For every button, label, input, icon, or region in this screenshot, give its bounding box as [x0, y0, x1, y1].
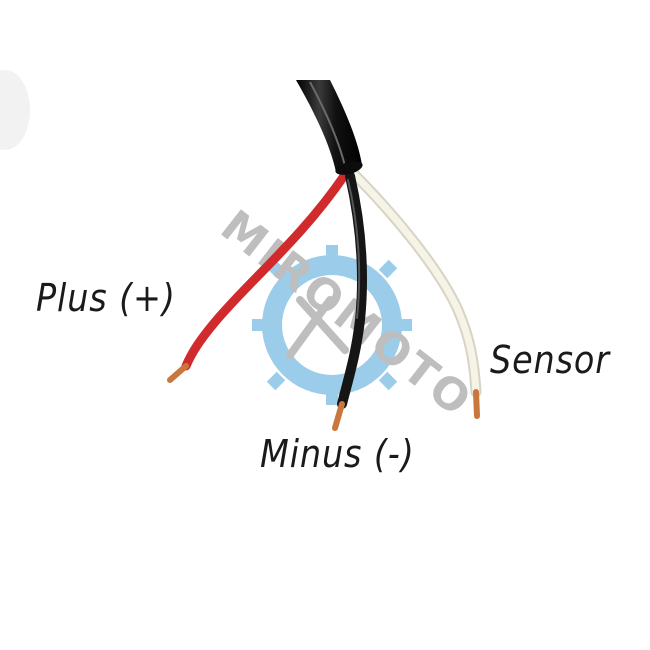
- wrench-icon: [286, 296, 349, 359]
- minus-label: Minus (-): [260, 432, 415, 476]
- red-wire: [181, 171, 349, 371]
- black-wire: [337, 171, 367, 409]
- white-wire-core: [348, 168, 480, 396]
- sensor-label: Sensor: [490, 338, 610, 382]
- edge-shadow: [0, 70, 30, 150]
- plus-label: Plus (+): [36, 276, 176, 320]
- cable-jacket: [296, 80, 362, 172]
- white-wire-tip: [473, 389, 480, 419]
- red-wire-tip: [167, 363, 189, 383]
- cable-jacket-highlight: [309, 81, 346, 167]
- black-wire-highlight: [347, 179, 361, 319]
- black-wire-tip: [332, 401, 345, 431]
- cable-jacket-end: [335, 161, 363, 175]
